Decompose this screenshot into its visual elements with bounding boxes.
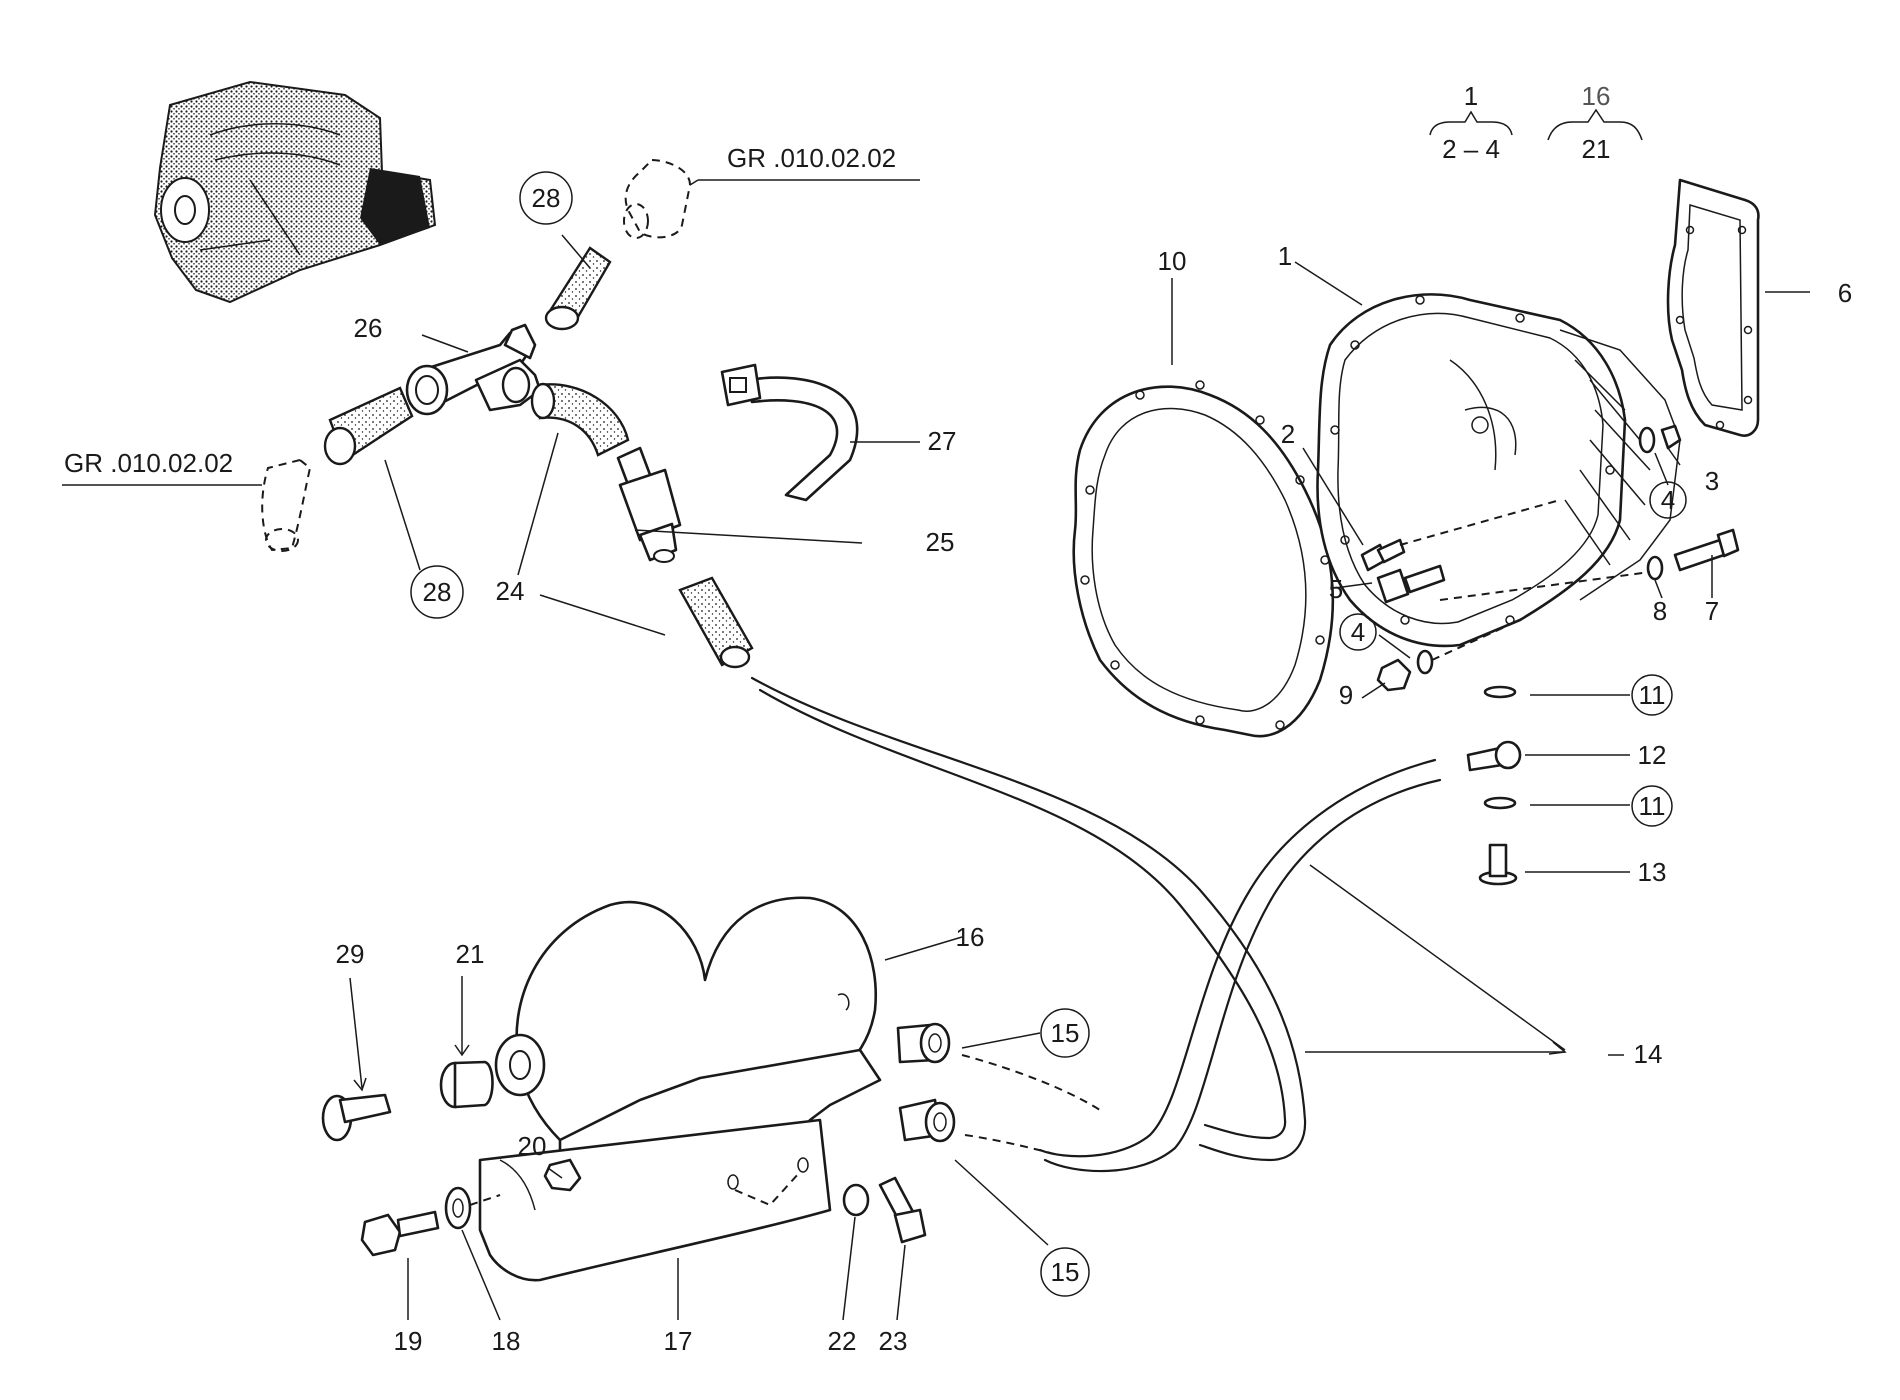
engine-thumbnail-illustration <box>153 80 437 304</box>
callout-1: 1 <box>1278 241 1292 271</box>
washer-11-lower <box>1483 796 1517 810</box>
callout-20: 20 <box>518 1131 547 1161</box>
union-15-lower <box>898 1098 956 1143</box>
callout-4-upper-circle <box>1649 481 1687 519</box>
banjo-bolt-13 <box>1478 843 1518 886</box>
callout-26: 26 <box>354 313 383 343</box>
hose-24-upper <box>530 382 630 457</box>
callout-11-lower: 11 <box>1639 791 1666 821</box>
callout-18: 18 <box>492 1326 521 1356</box>
nut-20 <box>543 1158 582 1192</box>
callout-24-left: 24 <box>496 576 525 606</box>
gasket-10 <box>1072 380 1335 738</box>
reference-upper: GR .010.02.02 <box>689 143 920 186</box>
callout-29: 29 <box>336 939 365 969</box>
callout-4-upper: 4 <box>1661 485 1675 515</box>
grouping-2: 16 21 <box>1547 81 1643 164</box>
callout-9: 9 <box>1339 680 1353 710</box>
hose-28-upper <box>544 246 612 331</box>
valve-25 <box>616 446 682 563</box>
union-15-upper <box>896 1022 951 1064</box>
callout-8: 8 <box>1653 596 1667 626</box>
grouping-2-bottom: 21 <box>1582 134 1611 164</box>
callout-27: 27 <box>928 426 957 456</box>
callout-3: 3 <box>1705 466 1719 496</box>
reference-left: GR .010.02.02 <box>62 448 262 486</box>
alignment-line-9 <box>1431 619 1521 661</box>
bolt-5 <box>1376 564 1446 604</box>
callout-15-lower-circle <box>1040 1247 1090 1297</box>
connection-line-15-upper <box>961 1054 1101 1111</box>
callout-12: 12 <box>1638 740 1667 770</box>
callout-5: 5 <box>1329 574 1343 604</box>
callout-11-upper-circle <box>1631 674 1673 716</box>
callout-19: 19 <box>394 1326 423 1356</box>
callout-14: 14 <box>1634 1039 1663 1069</box>
flywheel-housing-1 <box>1316 293 1681 648</box>
callout-11-upper: 11 <box>1639 680 1666 710</box>
drain-hose-14 <box>750 676 1442 1173</box>
callout-17: 17 <box>664 1326 693 1356</box>
bolt-7-and-washer-8 <box>1646 528 1740 581</box>
callout-25: 25 <box>926 527 955 557</box>
callout-28-lower: 28 <box>423 577 452 607</box>
grouping-1-bottom: 2 – 4 <box>1442 134 1500 164</box>
callout-7: 7 <box>1705 596 1719 626</box>
callout-28-upper: 28 <box>532 183 561 213</box>
callout-16: 16 <box>956 922 985 952</box>
callout-22: 22 <box>828 1326 857 1356</box>
grouping-1-top: 1 <box>1464 81 1478 111</box>
reference-left-label: GR .010.02.02 <box>64 448 233 478</box>
callout-21: 21 <box>456 939 485 969</box>
leader-lines <box>349 234 1810 1321</box>
washer-4-and-nut-3 <box>1638 424 1682 454</box>
washer-22-and-screw-23 <box>842 1176 927 1244</box>
callout-28-lower-circle <box>410 565 464 619</box>
hose-continuation-left <box>261 458 312 552</box>
hose-24-lower <box>678 576 754 669</box>
callout-6: 6 <box>1838 278 1852 308</box>
strap-27 <box>720 363 859 502</box>
callout-15-upper-circle <box>1040 1008 1090 1058</box>
grouping-1: 1 2 – 4 <box>1429 81 1513 164</box>
nut-9-and-washer-4 <box>1376 649 1434 692</box>
callout-13: 13 <box>1638 857 1667 887</box>
stud-2 <box>1360 538 1406 572</box>
callout-15-upper: 15 <box>1051 1018 1080 1048</box>
callout-15-lower: 15 <box>1051 1257 1080 1287</box>
callout-4-lower: 4 <box>1351 617 1365 647</box>
reference-upper-label: GR .010.02.02 <box>727 143 896 173</box>
callout-28-upper-circle <box>519 171 573 225</box>
t-piece-26 <box>405 323 542 416</box>
bolt-29 <box>321 1093 392 1142</box>
callout-4-lower-circle <box>1339 613 1377 651</box>
washer-11-upper <box>1483 685 1517 699</box>
banjo-fitting-12 <box>1466 740 1522 772</box>
hose-28-left <box>323 386 414 466</box>
gasket-6 <box>1666 178 1760 437</box>
hose-continuation-upper <box>624 158 692 239</box>
callout-10: 10 <box>1158 246 1187 276</box>
callout-11-lower-circle <box>1631 785 1673 827</box>
connection-line-15-lower <box>964 1134 1059 1156</box>
grouping-2-top: 16 <box>1582 81 1611 111</box>
bolt-19-and-washer-18 <box>360 1186 501 1257</box>
callout-23: 23 <box>879 1326 908 1356</box>
callout-2: 2 <box>1281 419 1295 449</box>
union-21 <box>439 1060 494 1109</box>
alignment-line-7 <box>1439 571 1651 601</box>
